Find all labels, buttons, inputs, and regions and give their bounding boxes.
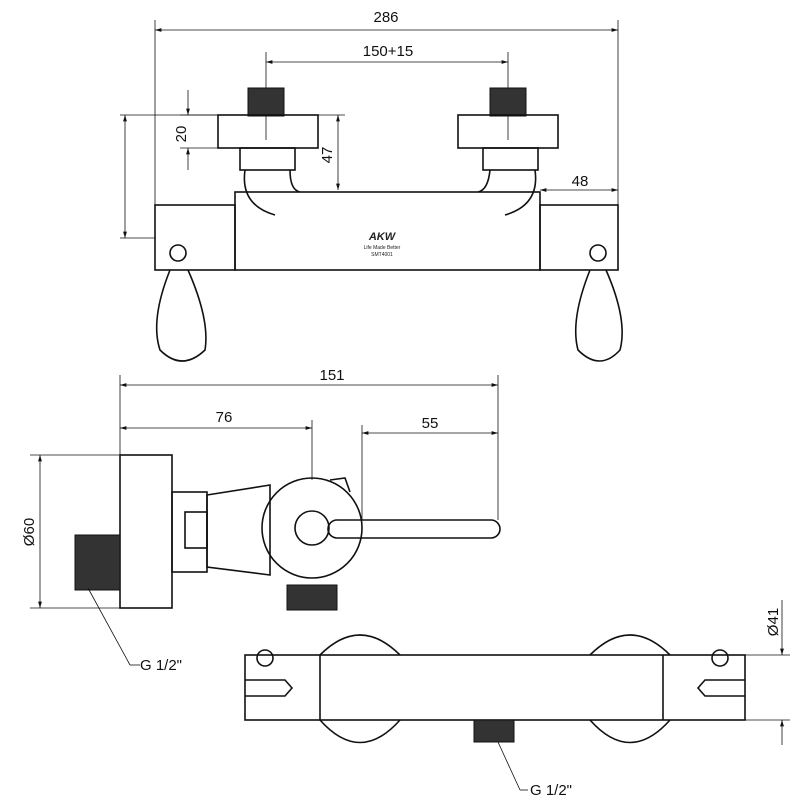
side-view: 151 76 55 Ø60 G 1/2" xyxy=(21,367,501,674)
dim-height: 47 xyxy=(319,147,336,164)
dim-to-handle: 76 xyxy=(216,409,233,426)
dim-side: 48 xyxy=(572,173,589,190)
front-view: 286 150+15 20 47 48 AKW Life Made Better… xyxy=(120,9,623,362)
svg-text:SMT4001: SMT4001 xyxy=(371,252,393,258)
thread-label-bottom: G 1/2" xyxy=(530,782,572,799)
bottom-view: Ø41 G 1/2" xyxy=(244,600,790,799)
dim-depth: 151 xyxy=(319,367,344,384)
thread-right xyxy=(489,87,527,117)
dim-centers: 150+15 xyxy=(363,43,413,60)
svg-text:Life Made Better: Life Made Better xyxy=(364,245,401,251)
thread-left xyxy=(247,87,285,117)
dim-overall-width: 286 xyxy=(373,9,398,26)
dim-lever: 55 xyxy=(422,415,439,432)
thread-label-side: G 1/2" xyxy=(140,657,182,674)
brand-logo: AKW Life Made Better SMT4001 xyxy=(364,231,401,258)
dim-bottom-diameter: Ø41 xyxy=(765,608,782,636)
dim-diameter: Ø60 xyxy=(21,518,38,546)
dim-flange: 20 xyxy=(173,126,190,143)
svg-text:AKW: AKW xyxy=(368,231,397,243)
